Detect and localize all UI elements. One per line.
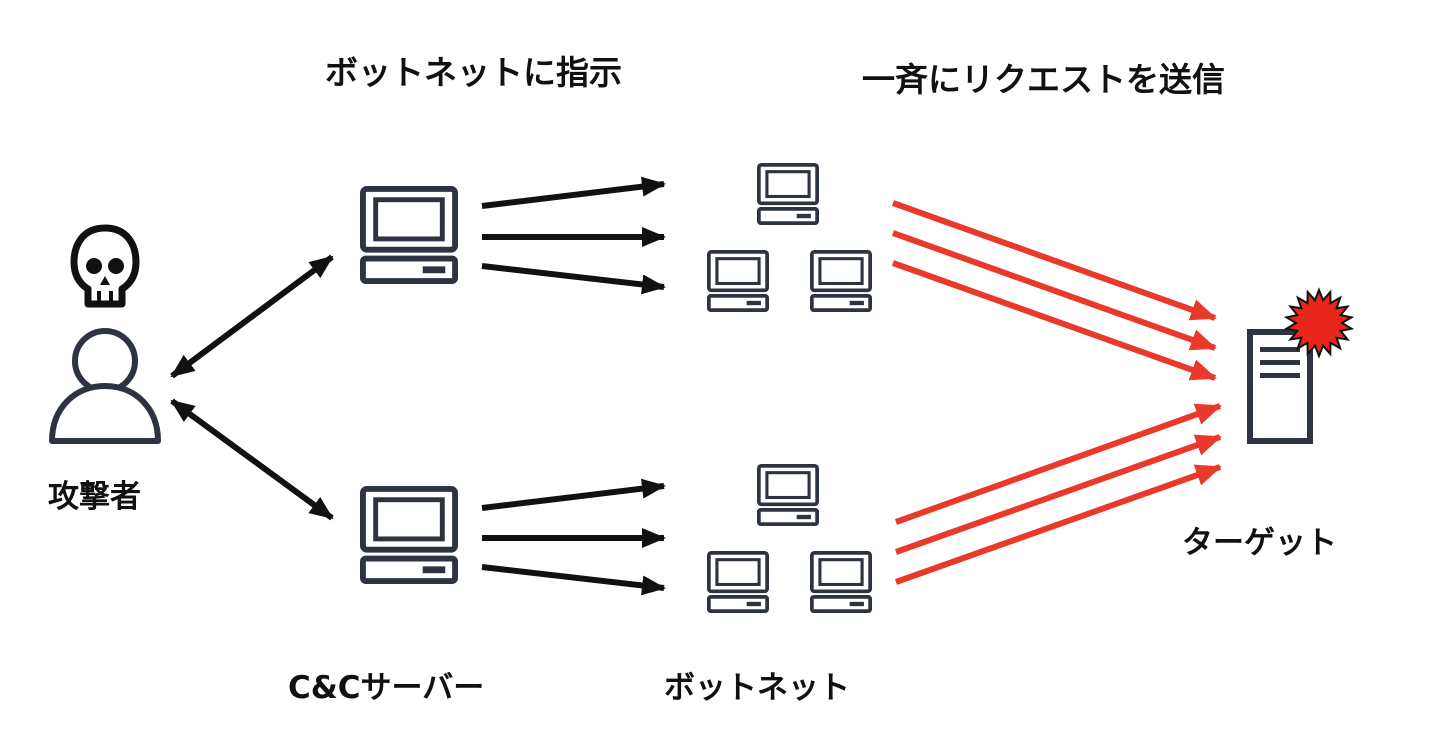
target-label: ターゲット bbox=[1182, 525, 1337, 561]
user-icon bbox=[49, 328, 161, 444]
attack-arrows bbox=[891, 200, 1222, 585]
desktop-computer-icon bbox=[756, 464, 820, 526]
arrow-attacker-cc-top bbox=[170, 254, 334, 379]
server-icon bbox=[1247, 329, 1313, 444]
send-requests-label: 一斉にリクエストを送信 bbox=[862, 60, 1225, 99]
desktop-computer-icon bbox=[809, 551, 873, 613]
botnet-group-bottom bbox=[706, 464, 873, 613]
botnet-label: ボットネット bbox=[664, 670, 850, 706]
desktop-computer-icon bbox=[706, 250, 770, 312]
cc-server-bottom bbox=[363, 489, 455, 581]
desktop-computer-icon bbox=[706, 551, 770, 613]
desktop-computer-icon bbox=[809, 250, 873, 312]
botnet-group-top bbox=[706, 163, 873, 312]
attacker-node bbox=[49, 224, 161, 444]
attacker-label: 攻撃者 bbox=[48, 479, 141, 515]
instruct-botnet-label: ボットネットに指示 bbox=[325, 53, 622, 92]
target-node bbox=[1247, 287, 1355, 444]
desktop-computer-icon bbox=[363, 189, 455, 281]
skull-icon bbox=[70, 224, 140, 308]
explosion-burst-icon bbox=[1283, 287, 1355, 359]
cc-server-label: C&Cサーバー bbox=[288, 670, 485, 706]
control-arrows bbox=[170, 254, 334, 521]
cc-server-top bbox=[363, 189, 455, 281]
command-arrows bbox=[481, 176, 666, 596]
arrow-attacker-cc-bottom bbox=[170, 398, 334, 521]
desktop-computer-icon bbox=[756, 163, 820, 225]
desktop-computer-icon bbox=[363, 489, 455, 581]
